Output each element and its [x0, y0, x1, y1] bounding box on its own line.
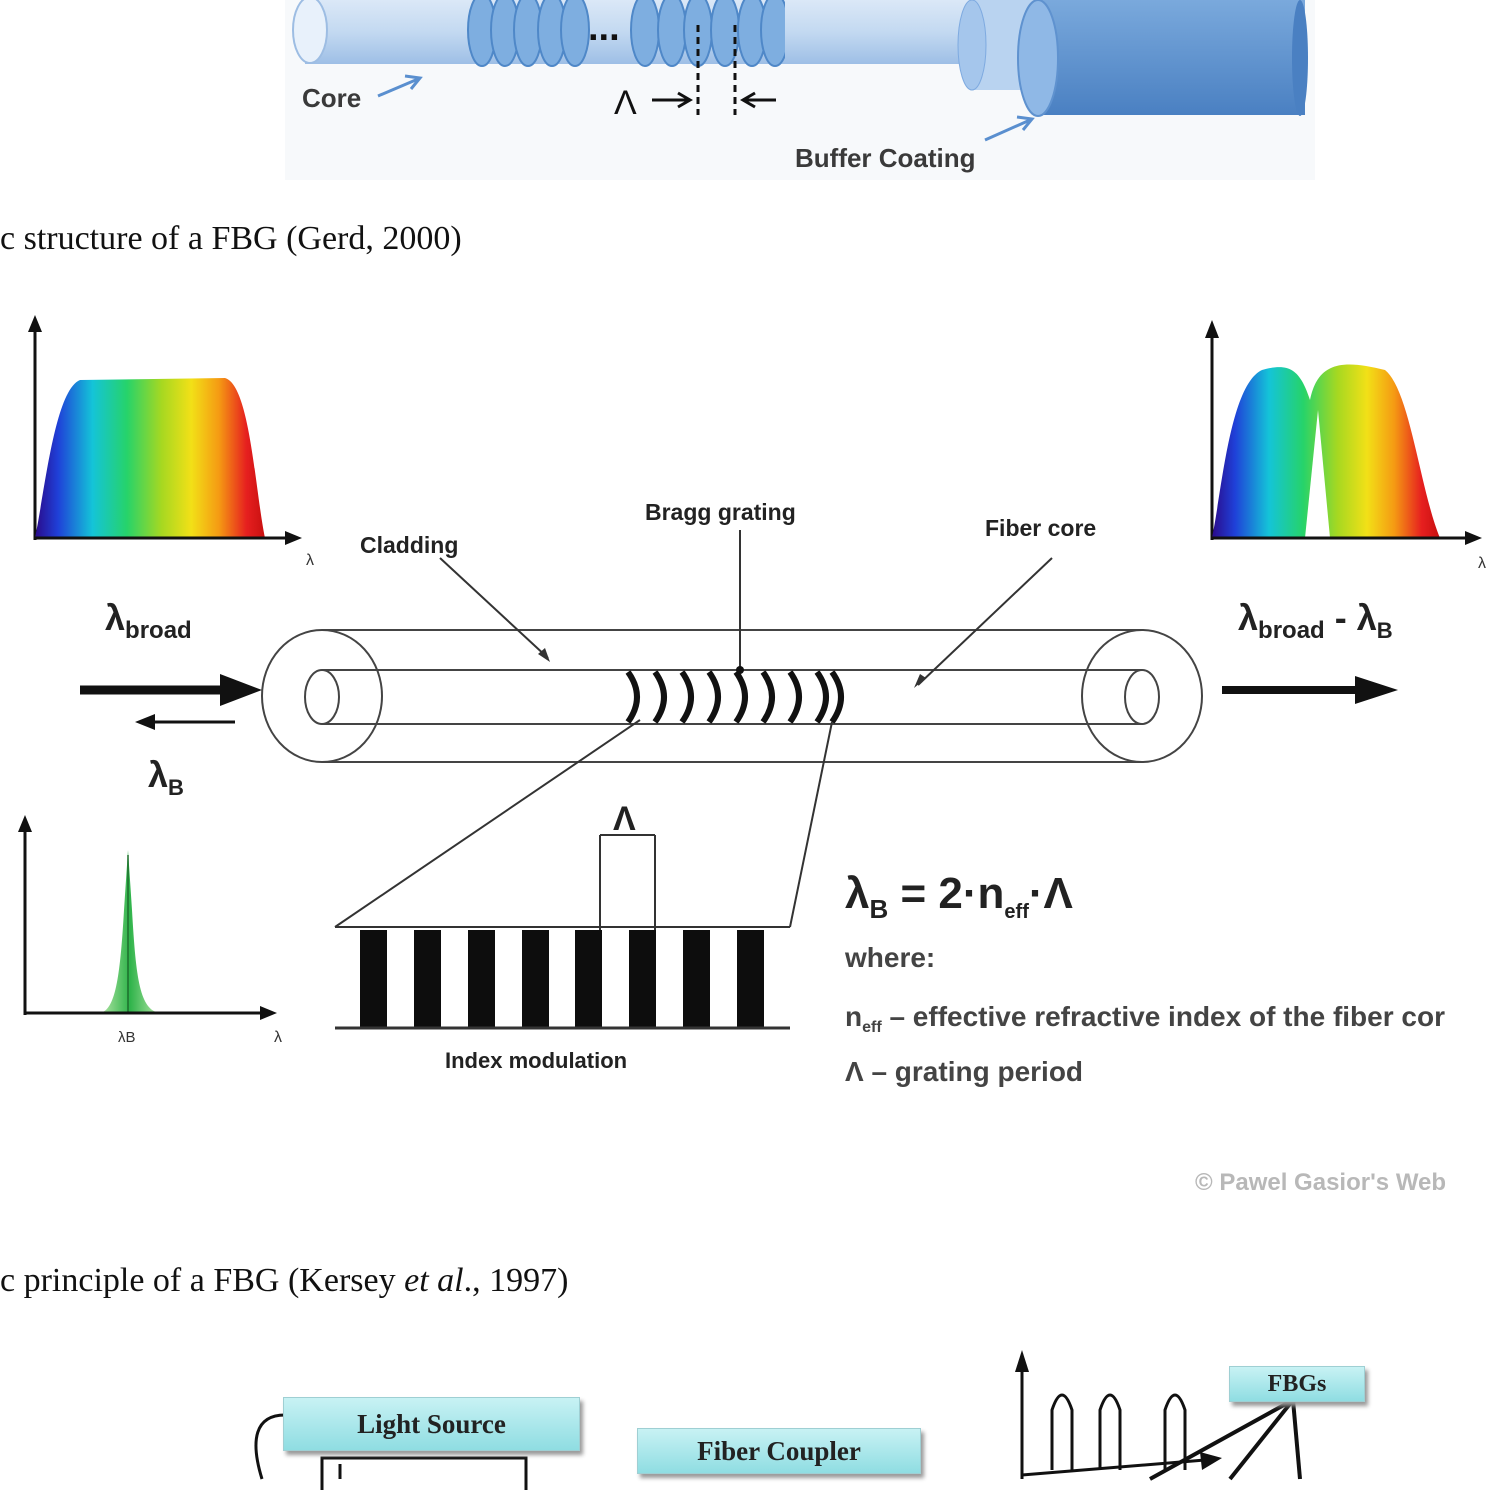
buffer-coating-label: Buffer Coating	[795, 143, 976, 173]
fbg-setup-figure	[254, 1350, 1302, 1490]
bragg-grating-arcs	[625, 670, 844, 724]
core-end	[292, 0, 328, 64]
where-label: where:	[844, 942, 935, 973]
def-period: Λ – grating period	[845, 1056, 1083, 1087]
period-label-2: Λ	[613, 800, 636, 838]
fbg-structure-figure: ... Λ Core Buffer Coating	[285, 0, 1315, 180]
light-source-box: Light Source	[283, 1397, 580, 1451]
fiber-coupler-box: Fiber Coupler	[637, 1428, 921, 1474]
bragg-formula: λB = 2·neff·Λ	[845, 869, 1074, 924]
input-lambda-label: λbroad	[105, 597, 192, 644]
fiber-core-label: Fiber core	[985, 515, 1096, 541]
bragg-grating-label: Bragg grating	[645, 499, 796, 525]
cladding-label: Cladding	[360, 532, 458, 558]
fbg-principle-figure: λ λ λB λ	[18, 315, 1486, 1196]
output-lambda-label: λbroad - λB	[1238, 597, 1393, 644]
ellipsis-label: ...	[588, 7, 620, 49]
period-label: Λ	[614, 84, 637, 122]
fbgs-box: FBGs	[1229, 1366, 1365, 1402]
reflected-spectrum-plot: λB λ	[18, 815, 282, 1046]
buffer-coating	[1035, 0, 1305, 115]
def-neff: neff – effective refractive index of the…	[845, 1001, 1445, 1036]
fiber-body	[261, 629, 1203, 763]
axis-lambda-1: λ	[306, 552, 314, 569]
grating-rings-left	[467, 0, 590, 67]
index-modulation-bars	[360, 930, 764, 1028]
peak-label: λB	[118, 1029, 136, 1046]
index-modulation-label: Index modulation	[445, 1048, 627, 1073]
axis-lambda-3: λ	[274, 1029, 282, 1046]
input-spectrum-plot: λ	[28, 315, 314, 569]
copyright-label: © Pawel Gasior's Web	[1195, 1169, 1446, 1196]
output-spectrum-plot: λ	[1205, 320, 1486, 572]
reflected-lambda-label: λB	[148, 754, 184, 800]
figure-caption-principle: c principle of a FBG (Kersey et al., 199…	[0, 1262, 569, 1299]
figure-caption-structure: c structure of a FBG (Gerd, 2000)	[0, 220, 462, 257]
axis-lambda-2: λ	[1478, 555, 1486, 572]
core-label: Core	[302, 83, 361, 113]
